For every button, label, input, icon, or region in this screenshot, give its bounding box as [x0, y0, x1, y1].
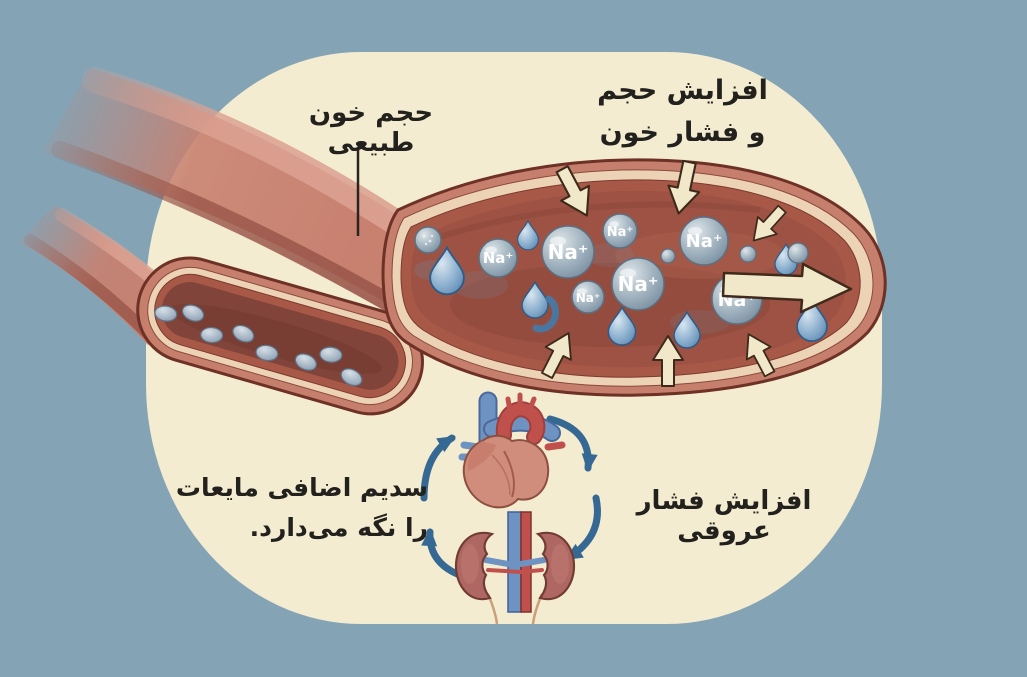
increased-volume-label: افزایش حجم و فشار خون: [575, 70, 790, 154]
normal-volume-text: حجم خون طبیعی: [308, 98, 434, 158]
sodium-ion-label: Na⁺: [607, 225, 634, 240]
increased-volume-line2: و فشار خون: [599, 117, 766, 148]
sodium-ion-sphere: Na⁺: [602, 213, 638, 249]
heart-icon: [458, 391, 566, 509]
normal-vessel-cutaway: [136, 256, 424, 416]
vascular-pressure-text: افزایش فشار عروقی: [636, 486, 812, 546]
sodium-retention-line2: را نگه می‌دارد.: [249, 513, 428, 542]
blood-cells: [154, 304, 363, 387]
sodium-ion-sphere: Na⁺: [679, 216, 729, 266]
sodium-ion-sphere: [414, 226, 442, 254]
blood-flow-arrow: [721, 262, 853, 314]
sodium-ion-label: Na⁺: [618, 272, 659, 296]
blood-cell: [319, 346, 343, 363]
sodium-ion-sphere: [739, 245, 757, 263]
blood-cell: [181, 304, 205, 322]
blood-cell: [340, 368, 363, 387]
kidneys-icon: [454, 511, 576, 625]
sodium-ion-sphere: Na⁺: [571, 280, 605, 314]
vascular-pressure-label: افزایش فشار عروقی: [598, 486, 850, 546]
sodium-retention-note: سدیم اضافی مایعات را نگه می‌دارد.: [170, 468, 428, 548]
sodium-ion-sphere: Na⁺: [611, 257, 665, 311]
blood-cell: [154, 305, 178, 322]
blood-cell: [255, 344, 279, 362]
sodium-ion-sphere: Na⁺: [541, 225, 595, 279]
blood-cell: [232, 324, 255, 343]
blood-cell: [294, 353, 318, 371]
sodium-ion-label: Na⁺: [548, 240, 589, 264]
sodium-ion-sphere: [787, 242, 809, 264]
sodium-ion-sphere: Na⁺: [478, 238, 518, 278]
normal-volume-label: حجم خون طبیعی: [262, 98, 480, 158]
sodium-retention-line1: سدیم اضافی مایعات: [175, 473, 428, 502]
sodium-ion-label: Na⁺: [483, 249, 514, 267]
sodium-ion-sphere: [660, 248, 676, 264]
sodium-ion-label: Na⁺: [686, 231, 723, 252]
sickle-cell-icon: [532, 295, 559, 333]
sodium-ion-label: Na⁺: [576, 291, 600, 305]
increased-volume-line1: افزایش حجم: [597, 75, 768, 106]
blood-cell: [200, 326, 224, 344]
